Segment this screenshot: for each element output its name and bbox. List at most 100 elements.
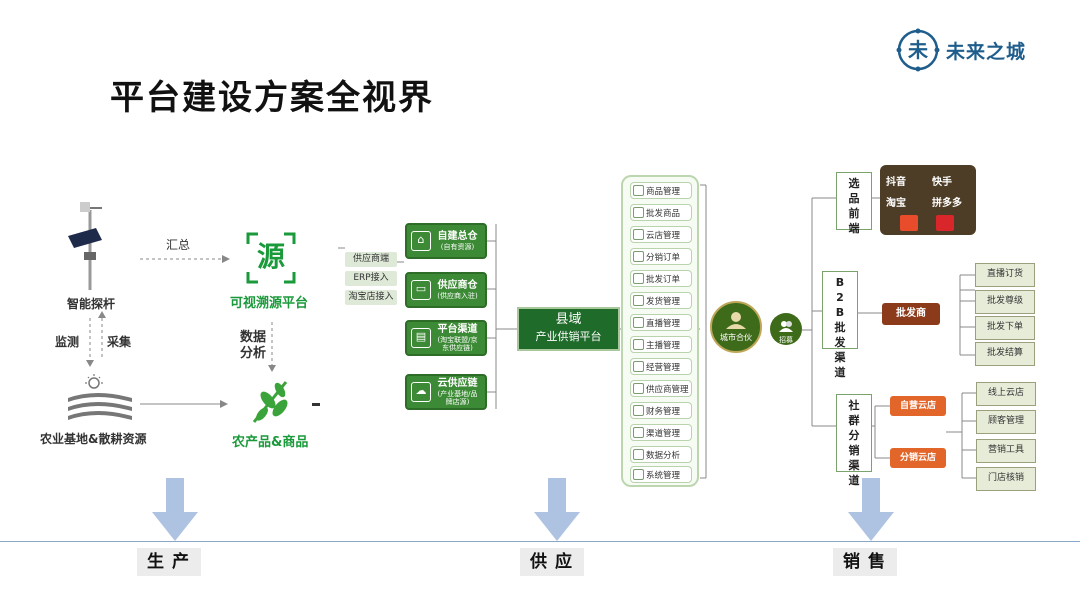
warehouse-self-name: 自建总仓: [437, 231, 478, 242]
module-label: 经营管理: [646, 362, 681, 373]
smart-pole-label: 智能探杆: [67, 297, 116, 311]
warehouse-vendor-name: 供应商仓: [437, 280, 478, 291]
recruit-node: 招募: [770, 313, 802, 345]
module-label: 商品管理: [646, 186, 681, 197]
module-item: 主播管理: [630, 336, 692, 353]
store-icon: ▤: [411, 328, 431, 348]
module-icon: [633, 207, 644, 218]
distribution-store-node: 分销云店: [890, 448, 946, 468]
farmland-icon: [68, 374, 132, 420]
module-icon: [633, 361, 644, 372]
module-label: 发货管理: [646, 296, 681, 307]
apps-block: 抖音 快手 淘宝 拼多多: [880, 165, 976, 235]
module-icon: [633, 405, 644, 416]
wholesaler-node: 批发商: [882, 303, 940, 325]
module-icon: [633, 251, 644, 262]
warehouse-cloud-sub: (产业基地/品牌店源): [437, 390, 478, 406]
app-icon-red-2: [936, 215, 954, 231]
self-store-node: 自营云店: [890, 396, 946, 416]
county-platform-subtitle: 产业供销平台: [535, 330, 602, 343]
county-platform: 县域 产业供销平台: [517, 307, 620, 351]
channel-community-label: 社群分销渠道: [848, 399, 860, 487]
trace-platform-logo: 源: [246, 232, 296, 284]
community-item: 顾客管理: [976, 410, 1036, 434]
collect-label: 汇总: [166, 238, 191, 252]
group-icon: [779, 321, 793, 332]
warehouse-vendor-sub: (供应商入驻): [437, 292, 478, 300]
city-partner-label: 城市合伙: [720, 333, 752, 342]
module-label: 云店管理: [646, 230, 681, 241]
module-item: 云店管理: [630, 226, 692, 243]
module-icon: [633, 383, 644, 394]
analysis-label-1: 数据: [240, 330, 267, 345]
module-item: 直播管理: [630, 314, 692, 331]
channel-selection-label: 选品前端: [848, 177, 860, 235]
truck-icon: ▭: [411, 280, 431, 300]
smart-pole-icon: [68, 202, 102, 290]
module-label: 系统管理: [646, 470, 681, 481]
community-item: 门店核销: [976, 467, 1036, 491]
bottom-divider: [0, 541, 1080, 542]
warehouse-platform-name: 平台渠道: [437, 324, 478, 335]
module-label: 批发商品: [646, 208, 681, 219]
module-label: 供应商管理: [646, 384, 689, 395]
channel-selection: 选品前端: [836, 172, 872, 235]
community-item: 线上云店: [976, 382, 1036, 406]
leaf-icon: [252, 381, 288, 423]
monitor-label: 监测: [55, 335, 80, 349]
module-icon: [633, 317, 644, 328]
stage-supply: 供应: [520, 548, 584, 576]
stage-sales: 销售: [833, 548, 897, 576]
supply-input-vendor: 供应商端: [345, 252, 397, 267]
app-taobao: 淘宝: [886, 198, 906, 209]
logo-text: 未来之城: [946, 40, 1027, 63]
module-item: 分销订单: [630, 248, 692, 265]
home-icon: ⌂: [411, 231, 431, 251]
channel-b2b-label: B2B批发渠道: [834, 276, 846, 379]
logo-mark-char: 未: [908, 38, 928, 62]
module-item: 供应商管理: [630, 380, 692, 397]
channel-b2b: B2B批发渠道: [822, 271, 858, 379]
community-item: 营销工具: [976, 439, 1036, 463]
dash-mark: [312, 403, 320, 406]
module-label: 渠道管理: [646, 428, 681, 439]
trace-platform-label: 可视溯源平台: [230, 296, 309, 311]
supply-input-taobao: 淘宝店接入: [345, 290, 397, 305]
module-label: 财务管理: [646, 406, 681, 417]
warehouse-self-sub: (自有资源): [440, 243, 475, 251]
module-item: 数据分析: [630, 446, 692, 463]
app-pinduoduo: 拼多多: [932, 198, 962, 209]
recruit-label: 招募: [779, 336, 793, 344]
b2b-item: 批发结算: [975, 342, 1035, 366]
module-item: 财务管理: [630, 402, 692, 419]
module-item: 经营管理: [630, 358, 692, 375]
module-icon: [633, 273, 644, 284]
trace-frame-icon: [246, 232, 296, 284]
module-item: 商品管理: [630, 182, 692, 199]
page-title: 平台建设方案全视界: [110, 78, 434, 118]
module-item: 系统管理: [630, 466, 692, 483]
module-icon: [633, 185, 644, 196]
city-partner-node: 城市合伙: [710, 301, 762, 353]
supply-input-erp: ERP接入: [345, 271, 397, 286]
app-douyin: 抖音: [886, 177, 906, 188]
module-label: 批发订单: [646, 274, 681, 285]
warehouse-cloud-name: 云供应链: [437, 378, 478, 389]
module-icon: [633, 427, 644, 438]
warehouse-platform: ▤ 平台渠道(淘宝联盟/京东供应链): [405, 320, 487, 356]
gather-label: 采集: [107, 335, 132, 349]
product-label: 农产品&商品: [232, 435, 309, 450]
logo: 未 未来之城: [896, 28, 1026, 72]
module-label: 分销订单: [646, 252, 681, 263]
person-icon: [726, 312, 746, 329]
b2b-item: 直播订货: [975, 263, 1035, 287]
module-icon: [633, 469, 644, 480]
warehouse-platform-sub: (淘宝联盟/京东供应链): [437, 336, 478, 352]
logo-mark-icon: 未: [896, 28, 940, 72]
analysis-label-2: 分析: [240, 346, 267, 361]
warehouse-vendor: ▭ 供应商仓(供应商入驻): [405, 272, 487, 308]
module-column: 商品管理 批发商品 云店管理 分销订单 批发订单 发货管理 直播管理 主播管理 …: [621, 175, 699, 487]
app-icon-red: [900, 215, 918, 231]
warehouse-self: ⌂ 自建总仓(自有资源): [405, 223, 487, 259]
